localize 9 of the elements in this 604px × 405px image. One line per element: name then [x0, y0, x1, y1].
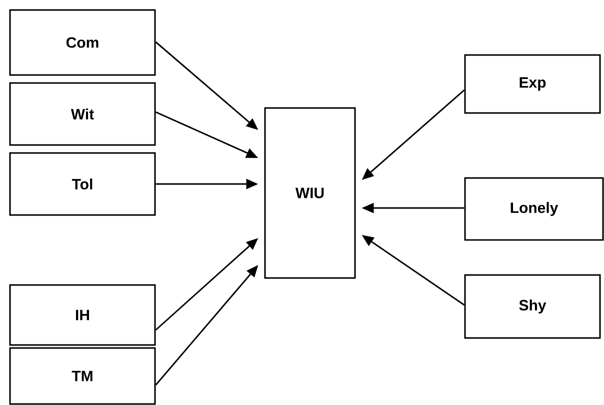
process-box: Exp	[464, 54, 601, 114]
process-box: WIU	[264, 107, 356, 279]
process-box: Tol	[9, 152, 156, 216]
process-box: Shy	[464, 274, 601, 339]
process-box: TM	[9, 347, 156, 405]
process-box: Lonely	[464, 177, 604, 241]
process-box: Wit	[9, 82, 156, 146]
process-box: IH	[9, 284, 156, 346]
process-box: Com	[9, 9, 156, 76]
